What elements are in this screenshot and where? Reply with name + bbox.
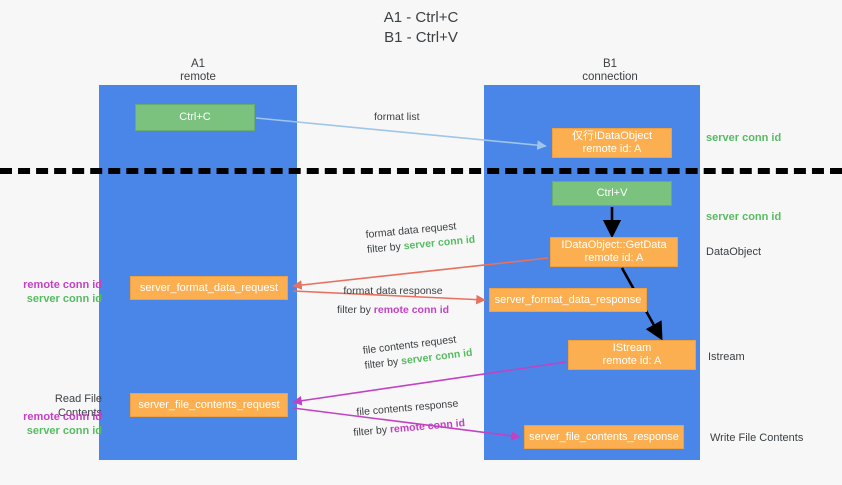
box-server-format-data-response[interactable]: server_format_data_response bbox=[489, 288, 647, 312]
annotation-istream: Istream bbox=[708, 351, 745, 363]
box-ctrl-v-label: Ctrl+V bbox=[596, 187, 628, 199]
annotation-dataobject: DataObject bbox=[706, 246, 762, 258]
box-fmt-res-label: server_format_data_response bbox=[494, 293, 642, 306]
flow-fmt-req-filter-prefix: filter by bbox=[366, 240, 405, 256]
flow-file-res-filter: filter by remote conn id bbox=[353, 416, 466, 441]
box-idataobject[interactable]: 仅行IDataObject remote id: A bbox=[552, 128, 672, 158]
annotation-read-file-contents: Read File Contents bbox=[54, 393, 102, 419]
box-idataobject-line1: 仅行IDataObject bbox=[571, 130, 653, 142]
page-title: A1 - Ctrl+C B1 - Ctrl+V bbox=[0, 8, 842, 48]
time-separator-divider bbox=[0, 168, 842, 174]
flow-label-format-data-request: format data request filter by server con… bbox=[365, 218, 476, 258]
flow-label-file-contents-request: file contents request filter by server c… bbox=[362, 331, 473, 374]
flow-file-res-filter-key: remote conn id bbox=[389, 417, 466, 436]
annotation-conn-ids-upper: remote conn id server conn id bbox=[10, 278, 102, 306]
annotation-remote-conn-id-upper: remote conn id bbox=[23, 279, 102, 291]
annotation-server-conn-id-lower: server conn id bbox=[26, 425, 102, 437]
box-file-res-label: server_file_contents_response bbox=[529, 430, 679, 443]
box-fmt-req-label: server_format_data_request bbox=[139, 281, 279, 294]
box-server-format-data-request[interactable]: server_format_data_request bbox=[130, 276, 288, 300]
box-istream[interactable]: IStream remote id: A bbox=[568, 340, 696, 370]
lane-b1-name: B1 bbox=[602, 58, 618, 70]
lane-a1-name: A1 bbox=[190, 58, 206, 70]
annotation-write-file-contents: Write File Contents bbox=[710, 432, 804, 444]
annotation-server-conn-id-mid: server conn id bbox=[706, 211, 782, 223]
title-line-1: A1 - Ctrl+C bbox=[383, 9, 459, 26]
annotation-server-conn-id-top: server conn id bbox=[706, 132, 782, 144]
flow-label-format-list: format list bbox=[374, 110, 420, 125]
box-getdata-line1: IDataObject::GetData bbox=[561, 239, 667, 251]
lane-header-a1: A1 remote bbox=[128, 58, 268, 84]
lane-a1-subtitle: remote bbox=[180, 71, 216, 83]
annotation-remote-conn-id-lower: remote conn id bbox=[23, 411, 102, 423]
flow-fmt-res-filter: filter by remote conn id bbox=[337, 303, 449, 318]
box-file-req-label: server_file_contents_request bbox=[138, 398, 280, 411]
box-server-file-contents-request[interactable]: server_file_contents_request bbox=[130, 393, 288, 417]
flow-fmt-res-filter-key: remote conn id bbox=[373, 304, 450, 316]
annotation-server-conn-id-upper: server conn id bbox=[26, 293, 102, 305]
flow-format-list-title: format list bbox=[374, 111, 420, 123]
box-istream-line2: remote id: A bbox=[602, 355, 662, 367]
box-idataobject-getdata[interactable]: IDataObject::GetData remote id: A bbox=[550, 237, 678, 267]
box-server-file-contents-response[interactable]: server_file_contents_response bbox=[524, 425, 684, 449]
annotation-conn-ids-lower: remote conn id server conn id bbox=[10, 410, 102, 438]
flow-fmt-res-title: format data response bbox=[343, 285, 443, 297]
title-line-2: B1 - Ctrl+V bbox=[384, 29, 458, 46]
box-idataobject-line2: remote id: A bbox=[582, 143, 642, 155]
flow-fmt-res-filter-prefix: filter by bbox=[337, 304, 374, 316]
flow-file-req-filter-prefix: filter by bbox=[363, 355, 402, 372]
lane-b1-subtitle: connection bbox=[582, 71, 638, 83]
box-ctrl-c-label: Ctrl+C bbox=[179, 111, 211, 123]
box-getdata-line2: remote id: A bbox=[584, 252, 644, 264]
lane-header-b1: B1 connection bbox=[535, 58, 685, 84]
flow-file-res-filter-prefix: filter by bbox=[352, 423, 391, 439]
box-istream-line1: IStream bbox=[612, 342, 652, 354]
flow-label-file-contents-response: file contents response filter by remote … bbox=[351, 396, 466, 441]
box-ctrl-c[interactable]: Ctrl+C bbox=[135, 104, 255, 131]
box-ctrl-v[interactable]: Ctrl+V bbox=[552, 181, 672, 206]
flow-label-format-data-response: format data response filter by remote co… bbox=[337, 284, 449, 318]
